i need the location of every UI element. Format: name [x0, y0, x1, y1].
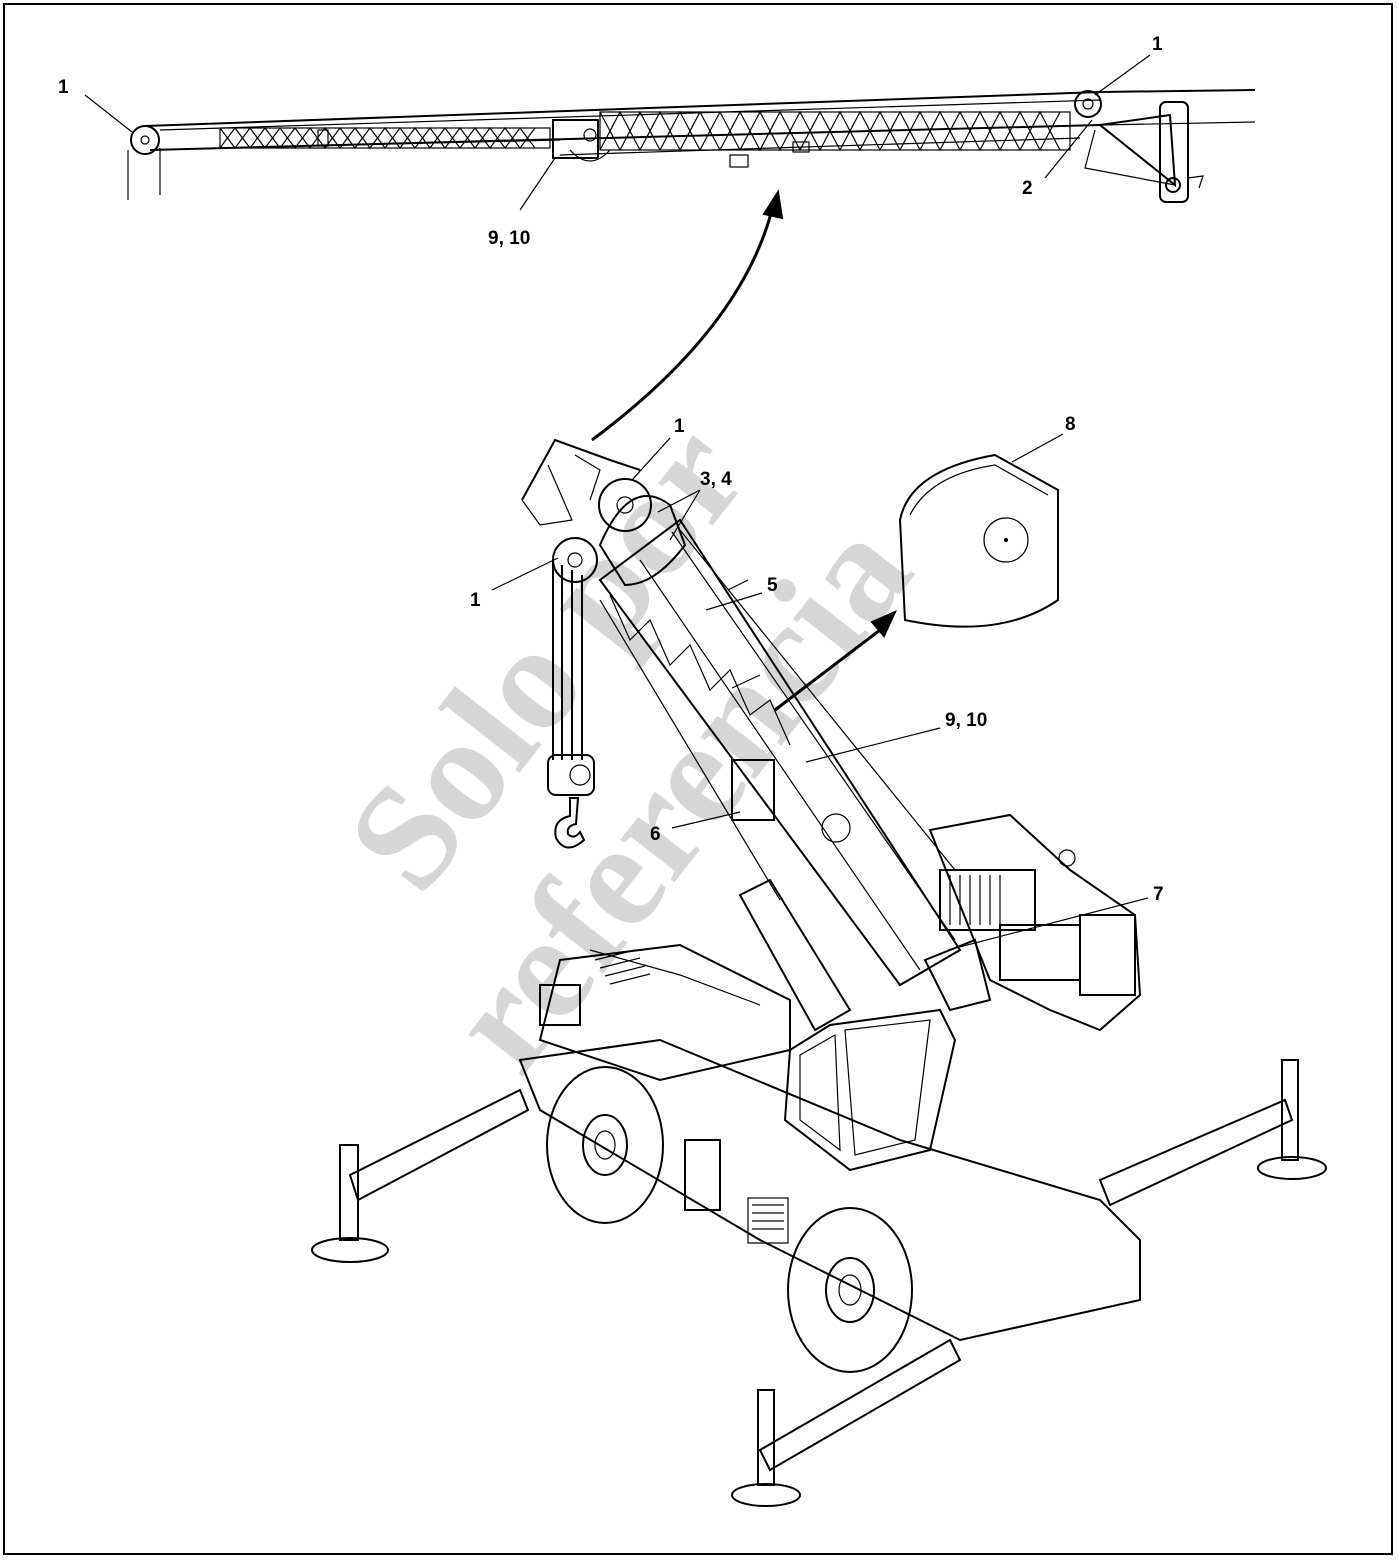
callout-jib-2: 2	[1022, 178, 1033, 199]
operator-cab	[783, 1008, 957, 1172]
callout-jib-tip-1: 1	[58, 77, 69, 98]
wheel-front-left	[787, 1207, 913, 1373]
straight-arrow	[774, 610, 897, 712]
jib-lattice-left	[219, 127, 551, 149]
carrier	[518, 943, 1141, 1373]
callout-crane-8: 8	[1065, 414, 1076, 435]
boom-main-section	[598, 518, 962, 987]
outrigger-beam-rear-right	[1098, 1098, 1294, 1207]
outrigger-beam-front-left	[758, 1338, 962, 1472]
watermark: Solo por referencia	[315, 394, 942, 1100]
boom-head-sheave-upper	[598, 478, 652, 532]
winch-drum	[939, 869, 1036, 931]
callout-crane-7: 7	[1153, 884, 1164, 905]
callout-crane-1-lower: 1	[470, 590, 481, 611]
jib-splice	[552, 119, 599, 159]
access-step	[684, 1139, 721, 1211]
callout-crane-3-4: 3, 4	[700, 469, 732, 490]
battery-box	[539, 984, 581, 1026]
outrigger-pad-front-left	[731, 1483, 801, 1507]
boom-head-frame	[521, 438, 641, 501]
hook	[554, 797, 586, 849]
lift-cylinder	[738, 878, 852, 1032]
cylinder-bracket	[731, 759, 775, 821]
callout-jib-9-10: 9, 10	[488, 228, 530, 249]
callout-jib-base-1: 1	[1152, 34, 1163, 55]
callout-crane-1-upper: 1	[674, 416, 685, 437]
jib-mount-bracket	[1159, 101, 1189, 203]
crane-callouts: 1 1 3, 4 5 6 7 8 9, 10	[470, 414, 1164, 951]
callout-crane-6: 6	[650, 824, 661, 845]
boom	[521, 438, 962, 1032]
wheel-rear-left	[546, 1066, 664, 1224]
outrigger-beam-rear-left	[348, 1088, 530, 1202]
jib-lattice-right	[599, 111, 1071, 151]
figure-frame	[3, 3, 1393, 1555]
callout-crane-9-10: 9, 10	[945, 710, 987, 731]
jib-drawing	[127, 89, 1256, 203]
outriggers	[311, 1059, 1327, 1507]
outrigger-pad-rear-right	[1257, 1156, 1327, 1180]
sheave-cover	[898, 453, 1059, 628]
callout-crane-5: 5	[767, 575, 778, 596]
counterweight-area	[928, 813, 1142, 1032]
carrier-frame	[518, 1038, 1141, 1342]
curved-arrow	[591, 189, 784, 442]
jib-base-sheave	[1074, 90, 1102, 118]
hook-block	[547, 754, 595, 796]
upperworks	[923, 813, 1142, 1032]
outrigger-pad-rear-left	[311, 1237, 389, 1263]
jib-callouts: 1 1 2 9, 10	[58, 34, 1163, 249]
